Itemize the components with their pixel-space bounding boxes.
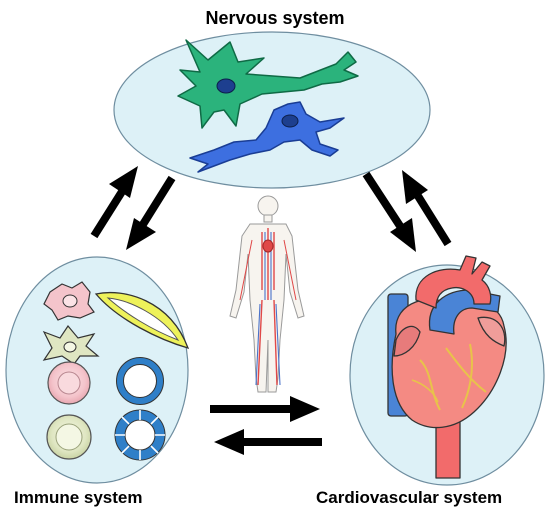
heart-aortic-arch [415, 255, 492, 309]
neuron-blue-nucleus [281, 114, 299, 128]
arrow-cardiovascular-to-immune [214, 429, 322, 455]
nervous-system-ellipse [113, 31, 431, 189]
immune-cell-blue-ring [116, 357, 164, 405]
neuron-icon [177, 39, 359, 173]
neuron-green-icon [177, 39, 359, 129]
arrow-nervous-to-immune [126, 175, 176, 250]
arrow-immune-to-cardiovascular [210, 396, 320, 422]
immune-cell-blue-segmented [114, 409, 166, 461]
nervous-system-label: Nervous system [205, 8, 345, 28]
body-silhouette-icon [229, 195, 305, 393]
cardiovascular-system-label: Cardiovascular system [316, 488, 503, 507]
immune-cells-icon [42, 281, 190, 461]
arrow-cardiovascular-to-nervous [402, 170, 452, 247]
neuron-blue-icon [189, 101, 345, 173]
arrow-immune-to-nervous [90, 166, 138, 239]
immune-system-label: Immune system [14, 488, 143, 507]
neuron-green-nucleus [216, 78, 236, 94]
heart-icon [387, 255, 507, 479]
arrow-nervous-to-cardiovascular [362, 171, 416, 252]
